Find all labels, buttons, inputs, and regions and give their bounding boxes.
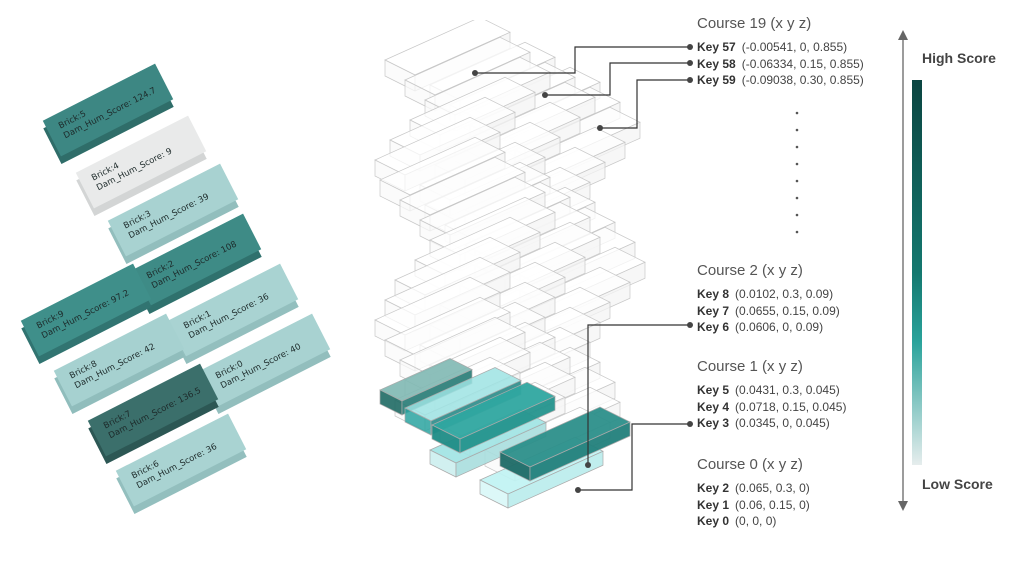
key-coordinate: Key 58 (-0.06334, 0.15, 0.855) [697, 57, 864, 71]
key-value: (0.06, 0.15, 0) [735, 497, 810, 512]
key-value: (0.0606, 0, 0.09) [735, 320, 824, 334]
key-coordinate: Key 2 (0.065, 0.3, 0) [697, 481, 810, 495]
key-value: (0.0431, 0.3, 0.045) [735, 383, 840, 397]
key-coordinate: Key 0 (0, 0, 0) [697, 514, 776, 528]
wall-3d-model [374, 20, 646, 509]
key-coordinate: Key 4 (0.0718, 0.15, 0.045) [697, 400, 846, 414]
key-name: Key 7 [697, 303, 730, 318]
key-value: (-0.00541, 0, 0.855) [741, 40, 848, 54]
key-name: Key 58 [697, 56, 736, 71]
key-value: (-0.09038, 0.30, 0.855) [741, 73, 864, 87]
key-name: Key 0 [697, 514, 730, 528]
course-title: Course 19 (x y z) [697, 15, 812, 32]
key-value: (0, 0, 0) [735, 514, 777, 528]
brick-box [499, 406, 631, 482]
key-value: (0.0102, 0.3, 0.09) [735, 287, 834, 301]
key-coordinate: Key 57 (-0.00541, 0, 0.855) [697, 40, 847, 54]
key-coordinate: Key 7 (0.0655, 0.15, 0.09) [697, 304, 840, 318]
key-coordinate: Key 3 (0.0345, 0, 0.045) [697, 416, 830, 430]
key-name: Key 1 [697, 497, 730, 512]
key-name: Key 57 [697, 40, 736, 54]
score-color-bar [912, 80, 922, 465]
low-score-label: Low Score [922, 476, 993, 492]
course-title: Course 0 (x y z) [697, 456, 803, 473]
key-name: Key 6 [697, 320, 730, 334]
key-coordinate: Key 59 (-0.09038, 0.30, 0.855) [697, 73, 864, 87]
key-coordinate: Key 1 (0.06, 0.15, 0) [697, 498, 810, 512]
key-value: (0.0655, 0.15, 0.09) [735, 303, 840, 318]
key-name: Key 59 [697, 73, 736, 87]
key-value: (0.065, 0.3, 0) [735, 481, 810, 495]
key-value: (0.0345, 0, 0.045) [735, 416, 830, 430]
course-title: Course 2 (x y z) [697, 262, 803, 279]
key-name: Key 4 [697, 399, 730, 414]
ellipsis-dots [795, 111, 799, 234]
course-title: Course 1 (x y z) [697, 358, 803, 375]
high-score-label: High Score [922, 50, 996, 66]
key-coordinate: Key 6 (0.0606, 0, 0.09) [697, 320, 823, 334]
key-name: Key 8 [697, 287, 730, 301]
key-value: (0.0718, 0.15, 0.045) [735, 399, 847, 414]
key-name: Key 3 [697, 416, 730, 430]
key-name: Key 2 [697, 481, 730, 495]
key-value: (-0.06334, 0.15, 0.855) [741, 56, 864, 71]
key-name: Key 5 [697, 383, 730, 397]
key-coordinate: Key 5 (0.0431, 0.3, 0.045) [697, 383, 840, 397]
brick-box [431, 381, 556, 454]
key-coordinate: Key 8 (0.0102, 0.3, 0.09) [697, 287, 833, 301]
